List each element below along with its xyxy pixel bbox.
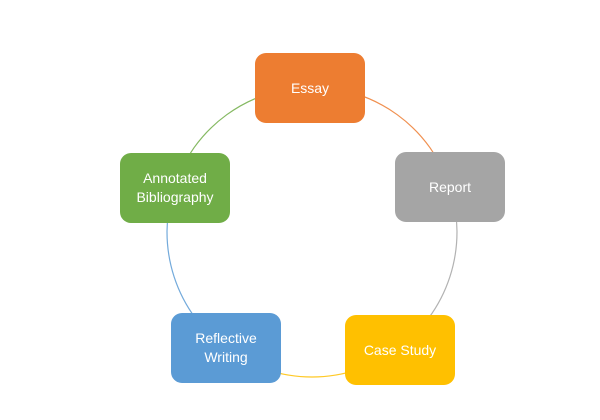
node-label: Essay	[290, 79, 330, 96]
cycle-node-annotated-bibliography[interactable]: Annotated Bibliography	[120, 153, 230, 223]
cycle-node-essay[interactable]: Essay	[255, 53, 365, 123]
node-label: Report	[428, 178, 472, 195]
node-label: Annotated Bibliography	[136, 170, 214, 205]
node-label: Reflective Writing	[195, 330, 257, 365]
cycle-node-reflective-writing[interactable]: Reflective Writing	[171, 313, 281, 383]
node-label: Case Study	[363, 341, 437, 358]
cycle-node-report[interactable]: Report	[395, 152, 505, 222]
cycle-node-case-study[interactable]: Case Study	[345, 315, 455, 385]
